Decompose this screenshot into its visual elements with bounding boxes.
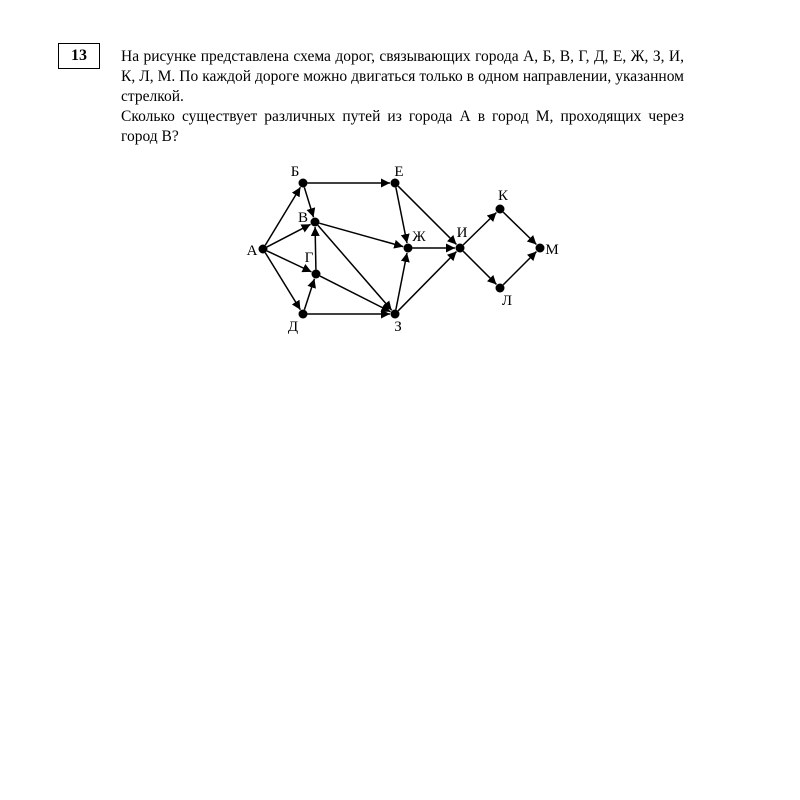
edge-E-Zh [395, 187, 410, 244]
edge-Z-I [397, 251, 458, 312]
edge-G-V [310, 226, 320, 270]
edge-I-L [462, 250, 497, 285]
question-number: 13 [58, 43, 100, 69]
node-label-V: В [298, 210, 308, 226]
node-E [390, 178, 400, 188]
edge-A-G [266, 250, 312, 273]
node-label-E: Е [394, 164, 403, 180]
edge-K-M [502, 211, 537, 246]
edge-D-G [303, 278, 316, 310]
edge-V-Zh [319, 222, 404, 249]
node-label-M: М [545, 242, 558, 258]
node-label-I: И [457, 225, 468, 241]
node-V [310, 217, 320, 227]
edge-Z-Zh [395, 252, 410, 310]
node-label-Z: З [394, 319, 402, 335]
node-label-K: К [498, 188, 509, 204]
edge-A-B [264, 186, 302, 246]
edge-B-V [303, 187, 316, 218]
edge-G-Z [319, 275, 391, 313]
node-G [311, 269, 321, 279]
edges-layer [264, 178, 537, 319]
labels-layer: А Б В Г Д Е Ж З И К Л М [247, 164, 559, 335]
edge-I-K [462, 211, 497, 246]
node-label-D: Д [288, 319, 298, 335]
node-M [535, 243, 545, 253]
node-Z [390, 309, 400, 319]
question-paragraph-2: Сколько существует различных путей из го… [121, 108, 684, 145]
edge-L-M [502, 251, 537, 286]
edge-V-Z [317, 224, 393, 311]
nodes-layer [258, 178, 545, 319]
node-label-L: Л [502, 293, 512, 309]
question-paragraph-1: На рисунке представлена схема дорог, свя… [121, 48, 684, 105]
question-text: На рисунке представлена схема дорог, свя… [121, 47, 684, 147]
node-D [298, 309, 308, 319]
node-label-A: А [247, 243, 258, 259]
node-K [495, 204, 505, 214]
node-label-Zh: Ж [412, 229, 426, 245]
node-label-B: Б [291, 164, 300, 180]
node-B [298, 178, 308, 188]
node-Zh [403, 243, 413, 253]
node-I [455, 243, 465, 253]
node-A [258, 244, 268, 254]
node-L [495, 283, 505, 293]
edge-A-V [266, 223, 311, 248]
edge-A-D [264, 252, 302, 311]
node-label-G: Г [305, 250, 314, 266]
edge-E-I [397, 185, 457, 245]
